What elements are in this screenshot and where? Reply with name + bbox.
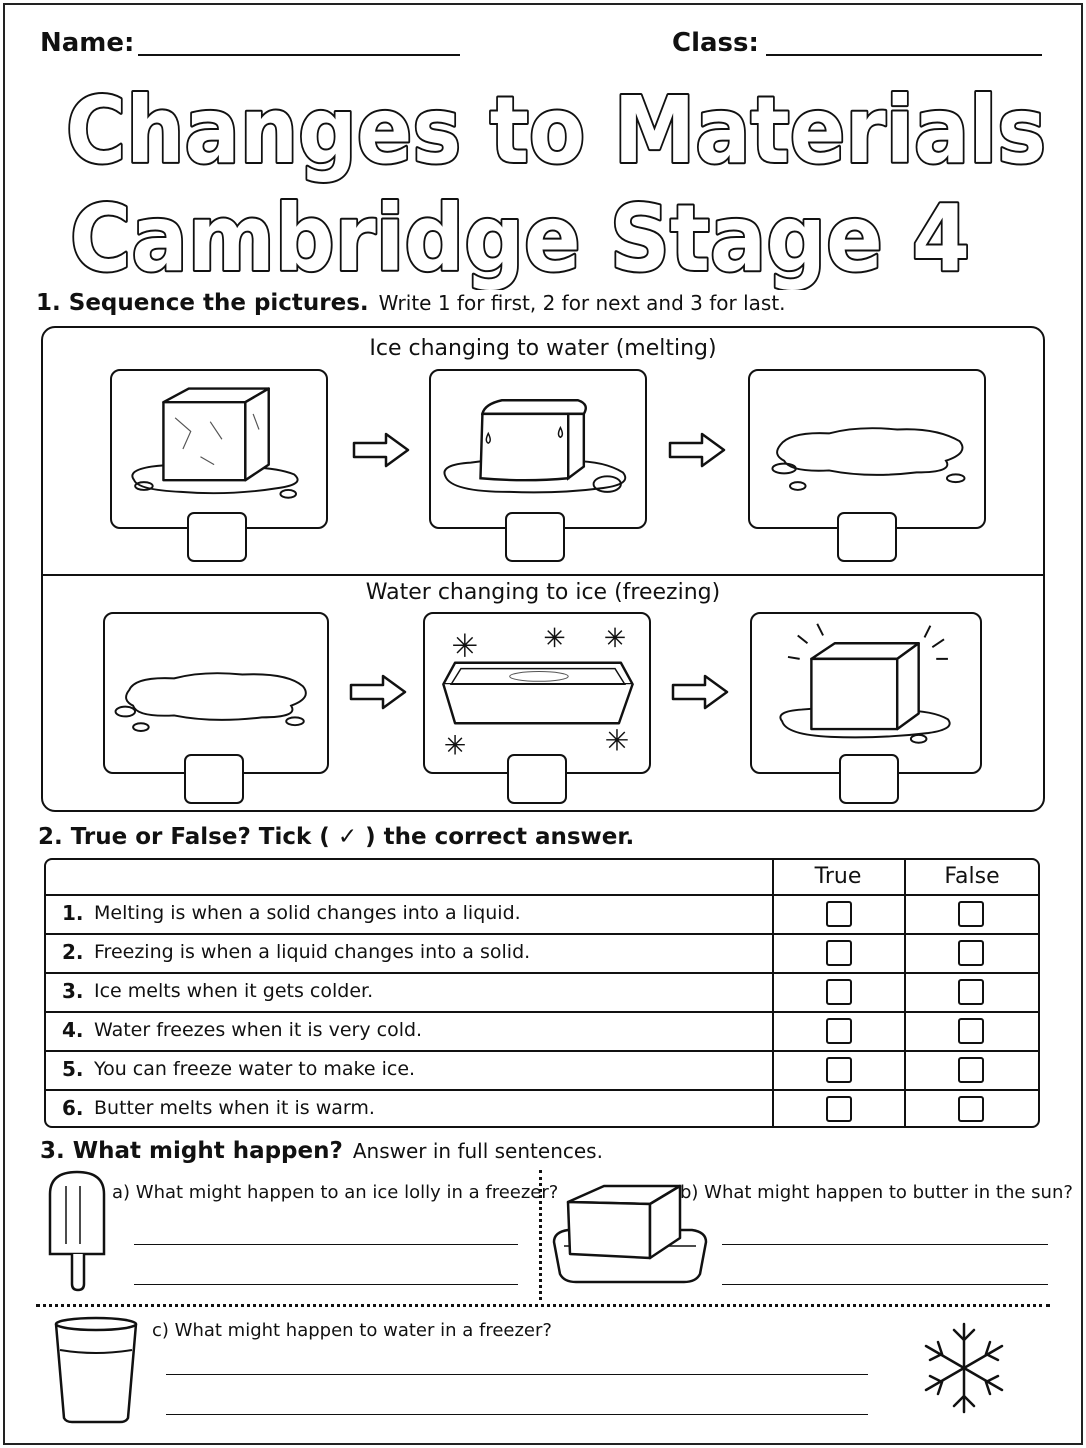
sequence-number-box[interactable] — [505, 512, 565, 562]
table-divider — [904, 860, 906, 1126]
freezer-tray-picture — [423, 612, 651, 774]
false-checkbox[interactable] — [958, 979, 984, 1005]
glass-of-water-icon — [54, 1316, 138, 1424]
snowflake-icon — [924, 1322, 1004, 1414]
true-false-table: True False 1. Melting is when a solid cha… — [44, 858, 1040, 1128]
statement-number: 4. — [62, 1018, 84, 1042]
class-label: Class: — [672, 28, 759, 58]
table-row — [46, 933, 1038, 935]
false-checkbox[interactable] — [958, 1057, 984, 1083]
question-a: a) What might happen to an ice lolly in … — [112, 1182, 559, 1203]
true-checkbox[interactable] — [826, 979, 852, 1005]
melting-ice-icon — [443, 399, 627, 494]
statement-text: Freezing is when a liquid changes into a… — [94, 941, 531, 963]
arrow-right-icon — [671, 674, 729, 710]
sequence-number-box[interactable] — [184, 754, 244, 804]
sequence-number-box[interactable] — [187, 512, 247, 562]
ice-cube-picture — [750, 612, 982, 774]
false-checkbox[interactable] — [958, 1018, 984, 1044]
true-checkbox[interactable] — [826, 901, 852, 927]
statement-text: Water freezes when it is very cold. — [94, 1019, 423, 1041]
table-row — [46, 894, 1038, 896]
water-puddle-picture — [748, 369, 986, 529]
ice-cube-icon — [779, 623, 951, 744]
sequence-number-box[interactable] — [839, 754, 899, 804]
table-row — [46, 972, 1038, 974]
false-column-header: False — [944, 864, 1000, 889]
statement-text: Ice melts when it gets colder. — [94, 980, 374, 1002]
worksheet-title: Changes to Materials Cambridge Stage 4 — [64, 75, 1048, 290]
name-label: Name: — [40, 28, 135, 58]
question-c: c) What might happen to water in a freez… — [152, 1320, 552, 1341]
true-column-header: True — [814, 864, 862, 889]
section2-heading: 2. True or False? Tick ( ✓ ) the correct… — [38, 824, 635, 850]
melting-ice-picture — [429, 369, 647, 529]
title-line-2: Cambridge Stage 4 — [70, 185, 970, 290]
section3-instruction: Answer in full sentences. — [352, 1139, 603, 1163]
ice-lolly-icon — [48, 1170, 106, 1292]
dotted-separator — [36, 1304, 1050, 1307]
dotted-divider — [539, 1170, 542, 1300]
freezing-title: Water changing to ice (freezing) — [365, 580, 721, 605]
section1-title: 1. Sequence the pictures. — [36, 290, 369, 316]
section1-heading: 1. Sequence the pictures. Write 1 for fir… — [36, 290, 786, 316]
sequence-number-box[interactable] — [837, 512, 897, 562]
table-divider — [772, 860, 774, 1126]
name-field[interactable] — [138, 54, 460, 56]
answer-line-c1[interactable] — [166, 1374, 868, 1375]
statement-text: You can freeze water to make ice. — [94, 1058, 416, 1080]
true-checkbox[interactable] — [826, 940, 852, 966]
question-b: b) What might happen to butter in the su… — [680, 1182, 1073, 1203]
tray-icon — [442, 627, 634, 755]
ice-cube-icon — [131, 387, 299, 499]
sequence-panel: Ice changing to water (melting) Water ch… — [41, 326, 1045, 812]
false-checkbox[interactable] — [958, 940, 984, 966]
answer-line-a2[interactable] — [134, 1284, 518, 1285]
arrow-right-icon — [349, 674, 407, 710]
puddle-icon — [771, 427, 966, 491]
title-line-1: Changes to Materials — [66, 77, 1046, 184]
statement-text: Butter melts when it is warm. — [94, 1097, 375, 1119]
statement-number: 5. — [62, 1057, 84, 1081]
true-checkbox[interactable] — [826, 1057, 852, 1083]
table-row — [46, 1050, 1038, 1052]
arrow-right-icon — [352, 432, 410, 468]
section3-title: 3. What might happen? — [40, 1138, 343, 1164]
answer-line-c2[interactable] — [166, 1414, 868, 1415]
worksheet-page — [3, 3, 1083, 1445]
sequence-divider — [43, 574, 1043, 576]
answer-line-b2[interactable] — [722, 1284, 1048, 1285]
puddle-icon — [114, 672, 307, 733]
table-row — [46, 1011, 1038, 1013]
section3-heading: 3. What might happen? Answer in full sent… — [40, 1138, 603, 1164]
answer-line-b1[interactable] — [722, 1244, 1048, 1245]
ice-cube-picture — [110, 369, 328, 529]
statement-number: 6. — [62, 1096, 84, 1120]
statement-number: 3. — [62, 979, 84, 1003]
true-checkbox[interactable] — [826, 1018, 852, 1044]
true-checkbox[interactable] — [826, 1096, 852, 1122]
false-checkbox[interactable] — [958, 901, 984, 927]
butter-icon — [552, 1184, 708, 1284]
answer-line-a1[interactable] — [134, 1244, 518, 1245]
statement-number: 1. — [62, 901, 84, 925]
table-row — [46, 1089, 1038, 1091]
sequence-number-box[interactable] — [507, 754, 567, 804]
false-checkbox[interactable] — [958, 1096, 984, 1122]
statement-text: Melting is when a solid changes into a l… — [94, 902, 521, 924]
arrow-right-icon — [668, 432, 726, 468]
section1-instruction: Write 1 for first, 2 for next and 3 for … — [378, 291, 786, 315]
class-field[interactable] — [766, 54, 1042, 56]
water-puddle-picture — [103, 612, 329, 774]
statement-number: 2. — [62, 940, 84, 964]
melting-title: Ice changing to water (melting) — [369, 336, 717, 361]
